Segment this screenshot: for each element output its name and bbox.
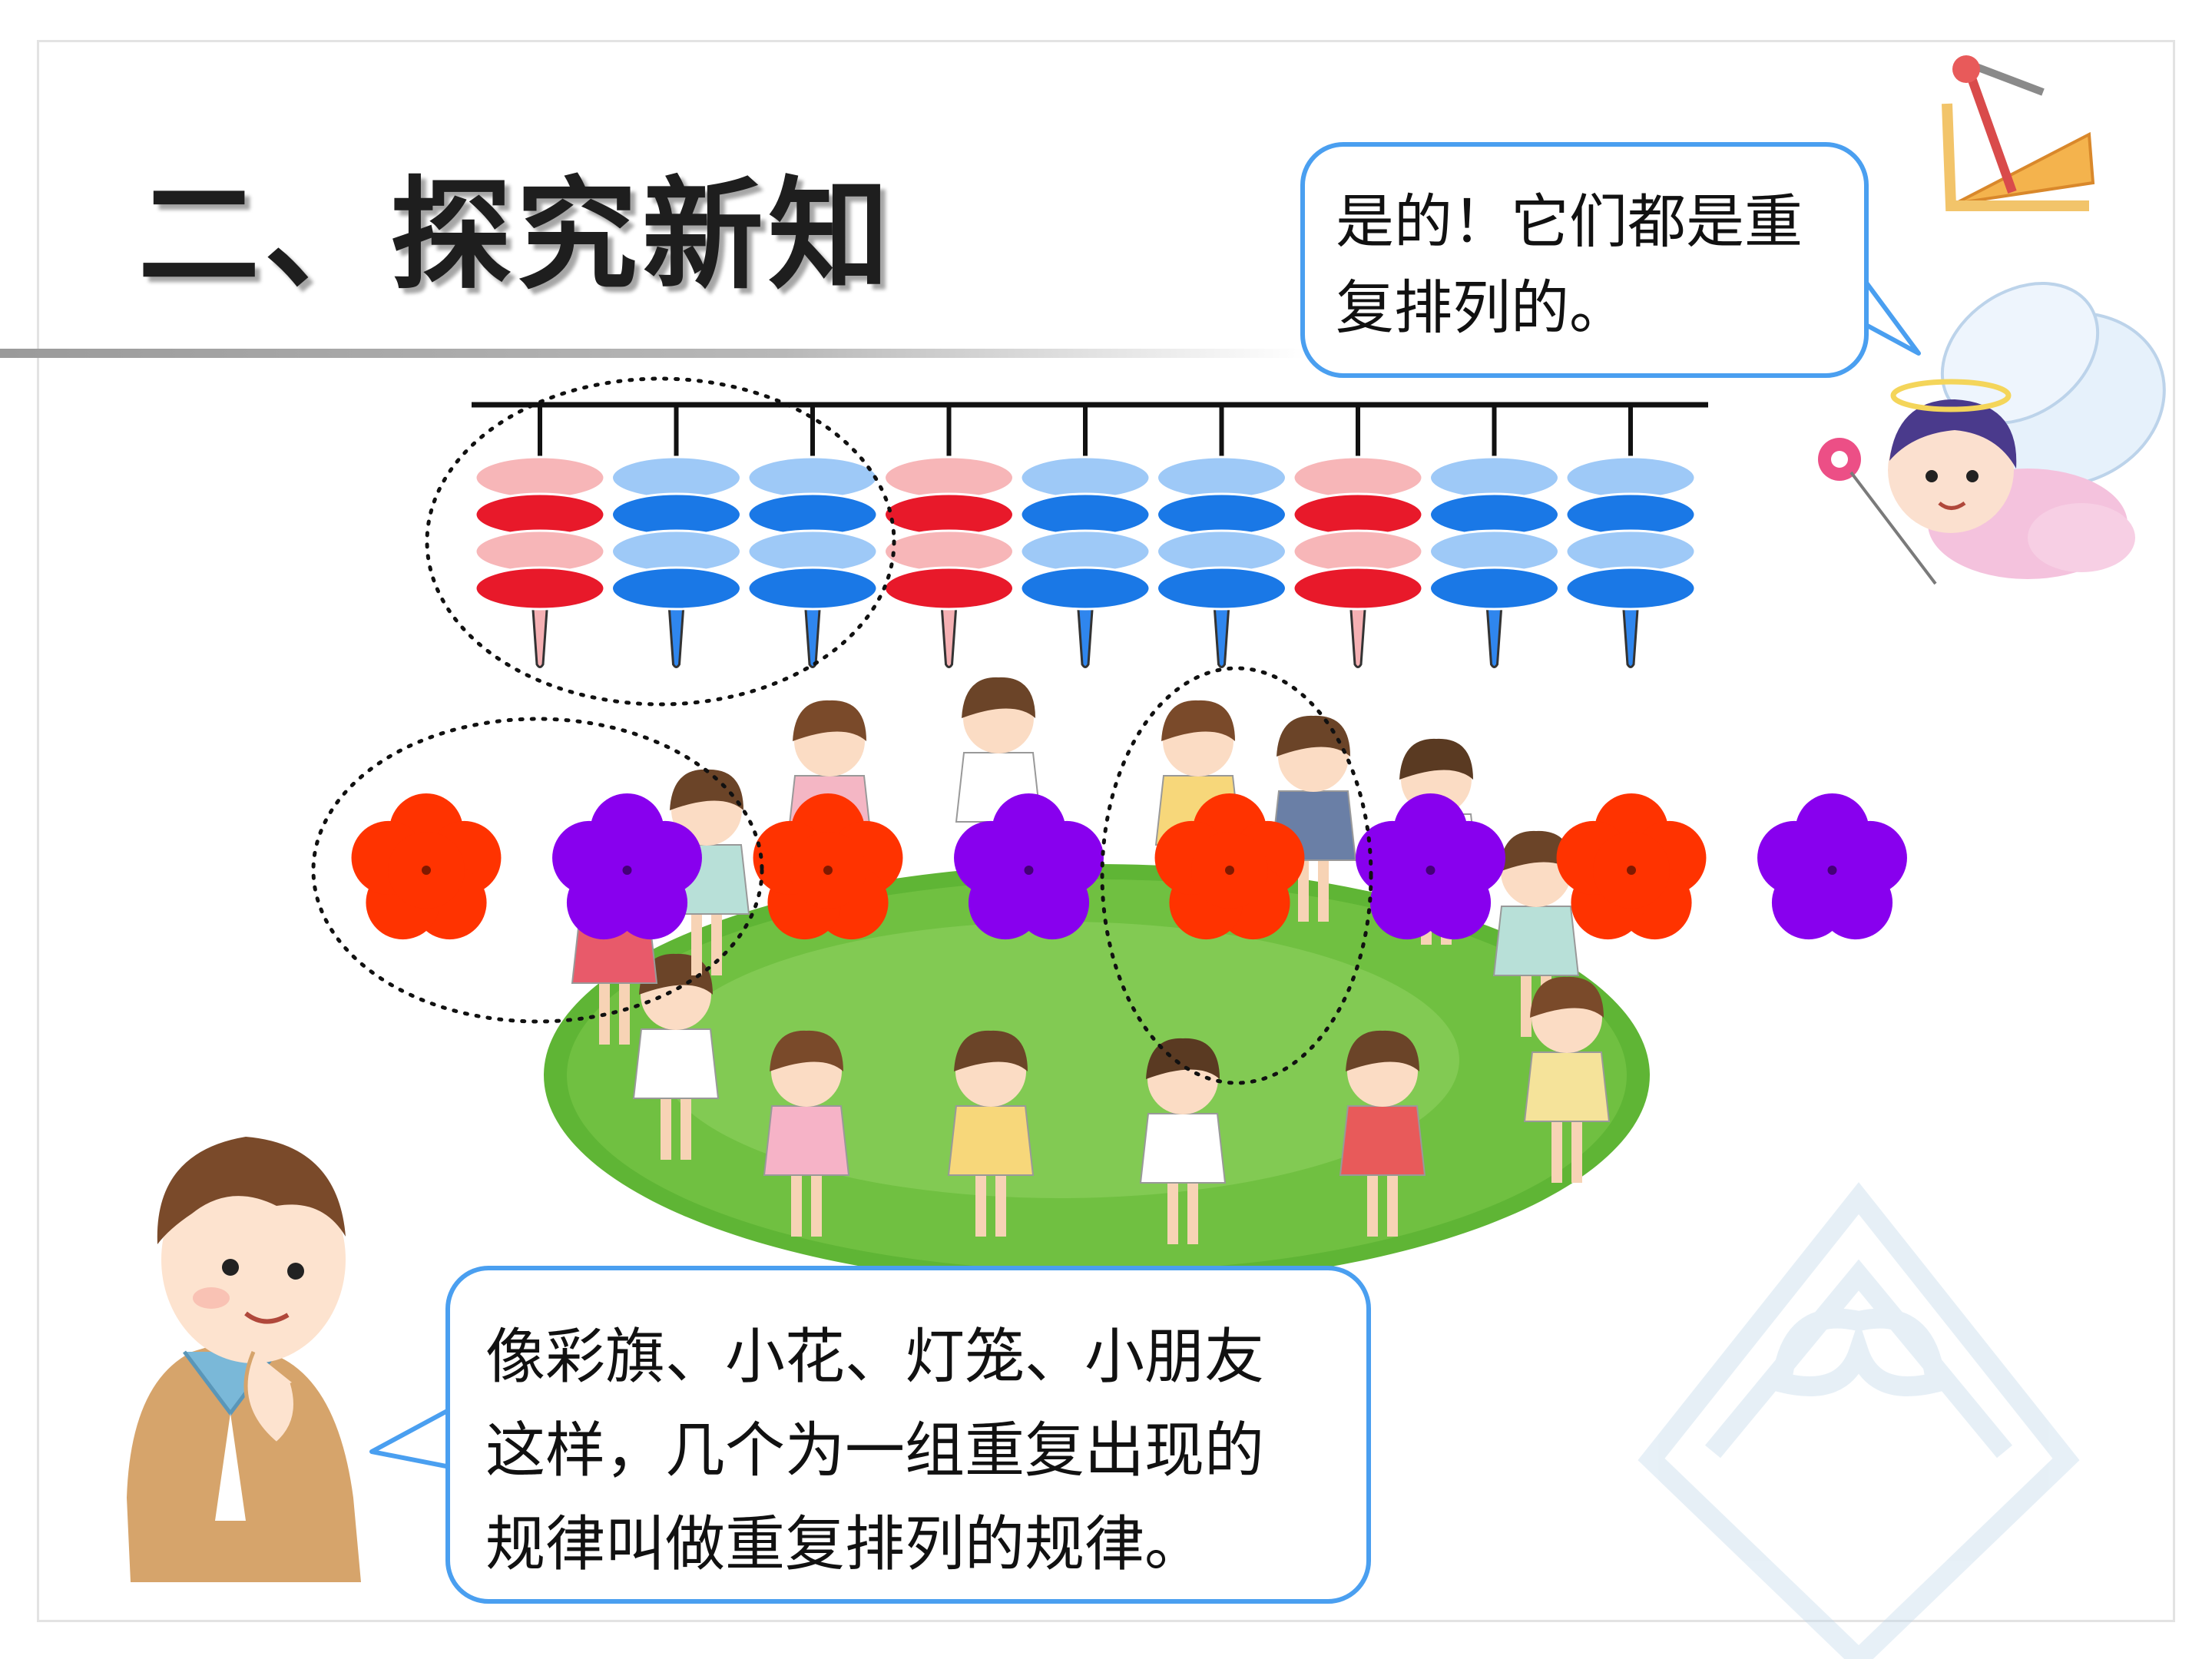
top-bubble-tail [1859,275,1921,356]
child-figure [632,953,720,1160]
ruler-compass-icon [1942,55,2095,211]
lantern-row [474,405,1697,668]
child-figure [763,1030,850,1237]
boy-character [127,1137,361,1582]
lantern-blue [611,405,742,668]
bottom-bubble-line: 像彩旗、小花、灯笼、小朋友 [485,1323,1265,1392]
flower-purple [1356,793,1505,940]
flower-purple [954,793,1104,940]
flower-red [1154,793,1305,940]
watermark-logo [1637,1182,2080,1659]
lantern-blue [1156,405,1287,668]
children-group-circle [1100,666,1373,1085]
lantern-blue [747,405,879,668]
flower-red [753,793,903,940]
lantern-red [474,405,606,668]
child-figure [1339,1030,1426,1237]
bottom-speech-bubble: 像彩旗、小花、灯笼、小朋友 这样，几个为一组重复出现的 规律叫做重复排列的规律。 [445,1266,1371,1604]
top-bubble-line: 复排列的。 [1336,273,1628,342]
top-speech-bubble: 是的！它们都是重 复排列的。 [1300,142,1869,378]
bottom-bubble-line: 规律叫做重复排列的规律。 [485,1510,1205,1579]
child-figure [1139,1038,1227,1244]
title-divider [0,349,1306,358]
flower-red [1556,793,1707,940]
lantern-red [883,405,1015,668]
child-figure [947,1030,1035,1237]
flower-group-circle [311,717,764,1024]
lantern-blue [1019,405,1151,668]
bottom-bubble-line: 这样，几个为一组重复出现的 [485,1416,1265,1485]
lantern-group-circle [425,376,896,707]
bottom-bubble-tail [369,1407,452,1469]
flower-row [351,793,1907,940]
flower-purple [1757,793,1907,940]
flower-purple [552,793,702,940]
lantern-red [1292,405,1424,668]
lantern-blue [1429,405,1560,668]
child-figure [1523,976,1611,1183]
slide-frame [37,40,2175,1622]
lantern-blue [1565,405,1697,668]
top-bubble-line: 是的！它们都是重 [1336,187,1803,256]
slide-title: 二、探究新知 [138,164,894,306]
fairy-character [1818,282,2166,585]
flower-red [351,793,502,940]
